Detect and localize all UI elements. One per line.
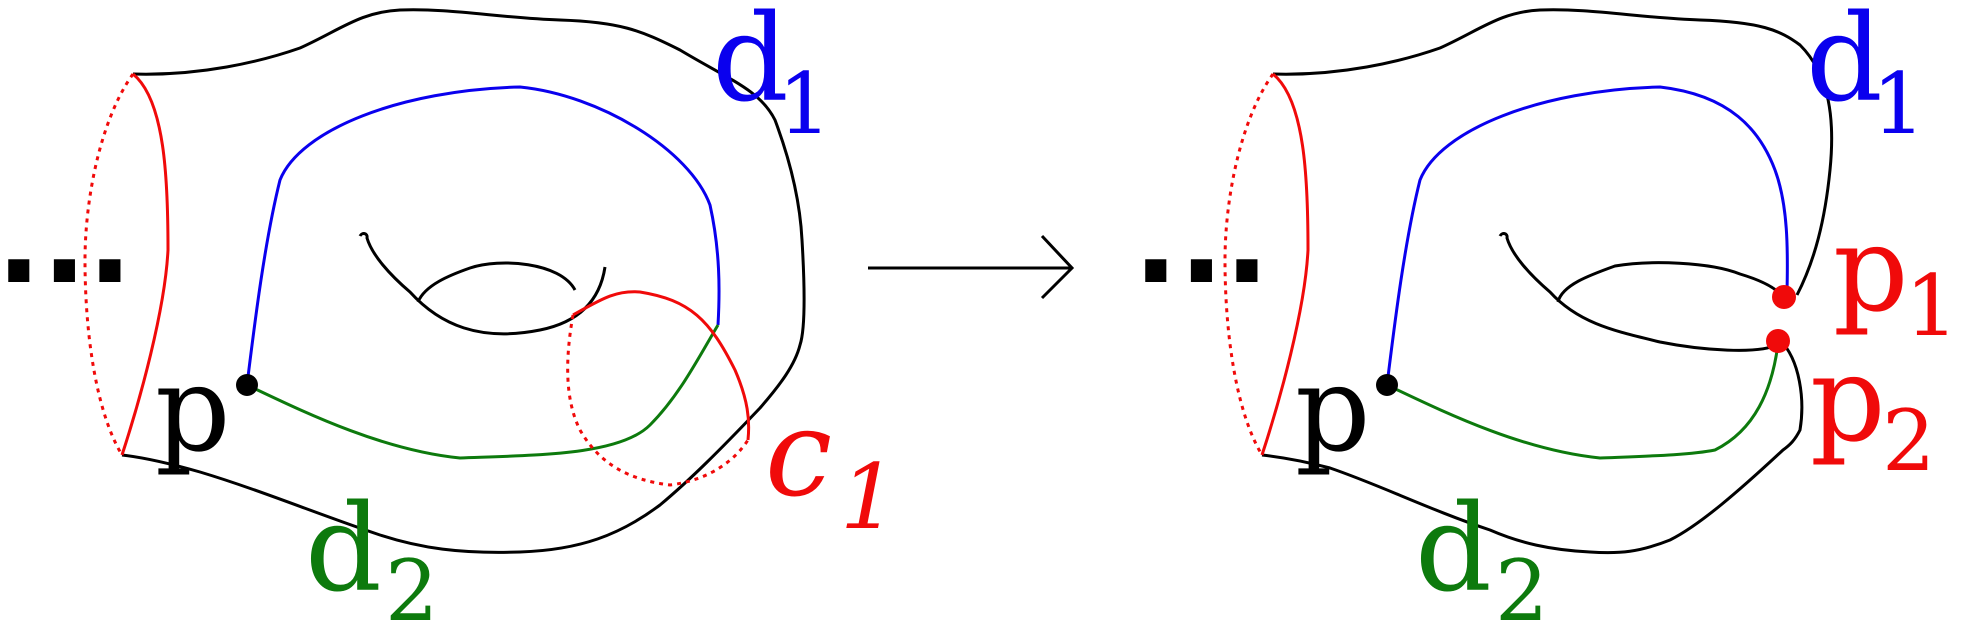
left-label-d2: d (305, 480, 382, 619)
right-label-d2-subscript: 2 (1495, 542, 1548, 620)
right-surface-outline-top (1272, 8, 1834, 296)
left-curve-d1 (245, 85, 721, 386)
right-surface-outline-bottom (1261, 338, 1804, 555)
right-label-d2: d (1415, 480, 1492, 619)
right-label-p1: p (1833, 200, 1909, 338)
right-label-p: p (1295, 340, 1371, 478)
right-boundary-circle-back (1223, 73, 1275, 456)
left-curve-c1-front (572, 290, 751, 441)
left-label-d2-subscript: 2 (385, 542, 438, 620)
right-curve-d2 (1386, 343, 1780, 460)
left-hole-upper (416, 261, 577, 303)
left-base-point-p (236, 374, 258, 396)
right-hole-upper (1556, 261, 1784, 303)
right-surface (1223, 8, 1834, 555)
left-label-p: p (155, 340, 231, 478)
right-cut-point-p1 (1772, 285, 1796, 309)
left-ellipsis: ... (0, 172, 133, 311)
left-boundary-circle-back (83, 73, 135, 456)
left-label-d1: d (712, 0, 789, 129)
right-label-p2: p (1810, 330, 1886, 468)
left-boundary-circle-front (120, 72, 170, 456)
left-hole-lower (358, 232, 607, 336)
right-hole-lower (1498, 232, 1779, 352)
right-base-point-p (1376, 374, 1398, 396)
left-label-d1-subscript: 1 (778, 55, 831, 153)
right-label-p2-subscript: 2 (1882, 392, 1935, 490)
right-label-d1-subscript: 1 (1872, 55, 1925, 153)
right-cut-point-p2 (1766, 329, 1790, 353)
right-ellipsis: ... (1133, 172, 1270, 311)
right-label-p1-subscript: 1 (1905, 257, 1958, 355)
left-surface (83, 8, 806, 554)
left-curve-c1-back (566, 314, 750, 487)
right-boundary-circle-front (1260, 72, 1310, 456)
left-surface-outline (121, 8, 806, 554)
right-curve-d1 (1385, 85, 1789, 386)
left-label-c1-subscript: 1 (840, 445, 897, 550)
transformation-arrow (868, 234, 1075, 300)
left-curve-d2 (246, 324, 720, 460)
right-label-d1: d (1806, 0, 1883, 129)
left-label-c1: c (765, 385, 832, 524)
